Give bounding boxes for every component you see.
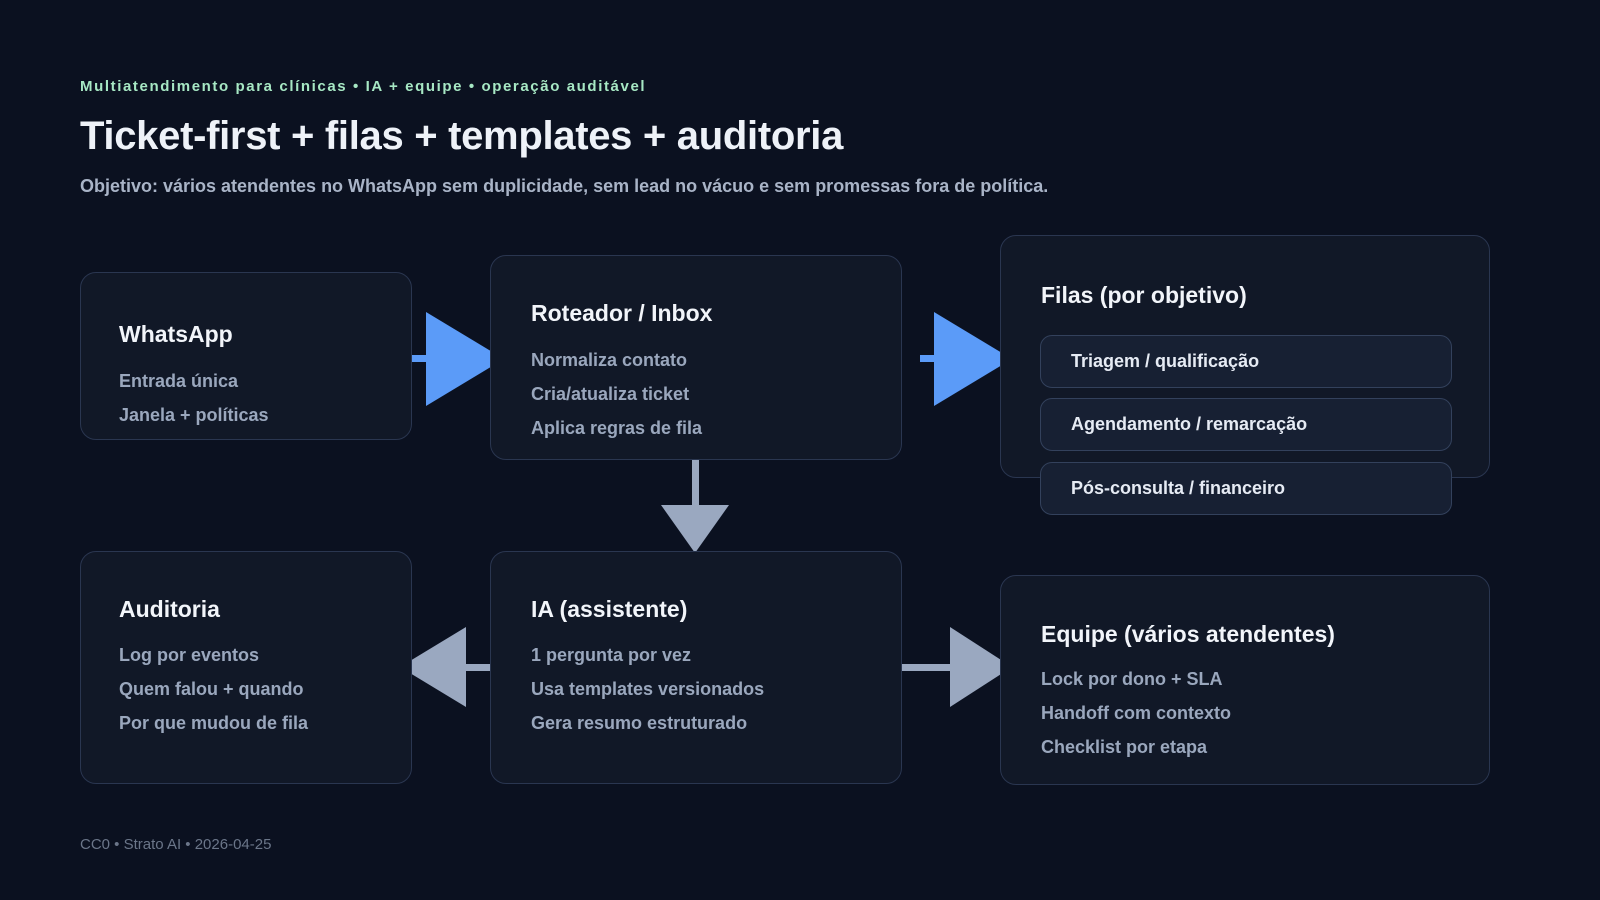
node-whatsapp[interactable]: WhatsApp Entrada única Janela + política… bbox=[80, 272, 412, 440]
node-whatsapp-line-2: Janela + políticas bbox=[119, 405, 269, 425]
node-ia-line-3: Gera resumo estruturado bbox=[531, 713, 748, 733]
queue-chip-pos-consulta-label: Pós-consulta / financeiro bbox=[1071, 478, 1286, 498]
node-ia-title: IA (assistente) bbox=[531, 596, 688, 622]
node-whatsapp-line-1: Entrada única bbox=[119, 371, 239, 391]
footer-credit: CC0 • Strato AI • 2026-04-25 bbox=[80, 836, 272, 853]
node-ia-line-2: Usa templates versionados bbox=[531, 679, 765, 699]
node-auditoria-line-3: Por que mudou de fila bbox=[119, 713, 309, 733]
node-ia-line-1: 1 pergunta por vez bbox=[531, 645, 692, 665]
eyebrow-text: Multiatendimento para clínicas • IA + eq… bbox=[80, 78, 647, 95]
node-equipe-line-1: Lock por dono + SLA bbox=[1041, 669, 1223, 689]
node-auditoria[interactable]: Auditoria Log por eventos Quem falou + q… bbox=[80, 551, 412, 784]
node-equipe[interactable]: Equipe (vários atendentes) Lock por dono… bbox=[1000, 575, 1490, 785]
page-title: Ticket-first + filas + templates + audit… bbox=[80, 114, 844, 158]
node-roteador-title: Roteador / Inbox bbox=[531, 300, 713, 326]
page-subtitle: Objetivo: vários atendentes no WhatsApp … bbox=[80, 176, 1049, 196]
queue-chip-agendamento-label: Agendamento / remarcação bbox=[1071, 414, 1308, 434]
node-auditoria-line-2: Quem falou + quando bbox=[119, 679, 304, 699]
node-roteador-line-3: Aplica regras de fila bbox=[531, 418, 703, 438]
node-ia[interactable]: IA (assistente) 1 pergunta por vez Usa t… bbox=[490, 551, 902, 784]
node-equipe-title: Equipe (vários atendentes) bbox=[1041, 621, 1335, 647]
node-filas-title: Filas (por objetivo) bbox=[1041, 282, 1247, 308]
node-equipe-line-3: Checklist por etapa bbox=[1041, 737, 1208, 757]
node-roteador-line-1: Normaliza contato bbox=[531, 350, 688, 370]
queue-chip-agendamento[interactable]: Agendamento / remarcação bbox=[1040, 398, 1452, 451]
node-roteador[interactable]: Roteador / Inbox Normaliza contato Cria/… bbox=[490, 255, 902, 460]
node-whatsapp-title: WhatsApp bbox=[119, 321, 233, 347]
queue-chip-triagem-label: Triagem / qualificação bbox=[1071, 351, 1260, 371]
queue-chip-triagem[interactable]: Triagem / qualificação bbox=[1040, 335, 1452, 388]
node-equipe-line-2: Handoff com contexto bbox=[1041, 703, 1232, 723]
node-roteador-line-2: Cria/atualiza ticket bbox=[531, 384, 690, 404]
queue-chip-pos-consulta[interactable]: Pós-consulta / financeiro bbox=[1040, 462, 1452, 515]
node-auditoria-title: Auditoria bbox=[119, 596, 220, 622]
node-auditoria-line-1: Log por eventos bbox=[119, 645, 260, 665]
